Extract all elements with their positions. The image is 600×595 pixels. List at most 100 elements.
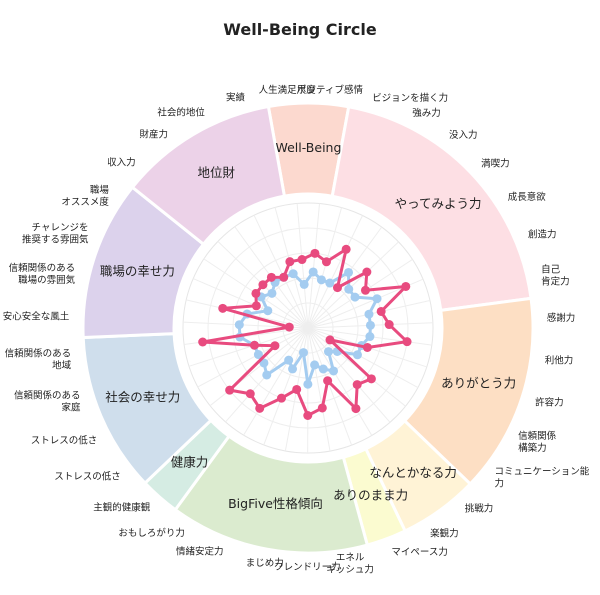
grid-spoke <box>274 207 309 329</box>
grid-spoke <box>197 327 309 388</box>
data-point <box>225 385 235 395</box>
sector-label: 地位財 <box>198 165 236 180</box>
sector-label: 社会の幸せ力 <box>105 390 180 405</box>
data-point <box>303 410 313 420</box>
data-point <box>270 341 280 351</box>
grid-spoke <box>296 203 309 329</box>
data-point <box>234 320 244 330</box>
spoke-label: 情緒安定力 <box>176 545 224 557</box>
data-point <box>279 272 289 282</box>
spoke-label: 実績 <box>226 91 246 103</box>
data-point <box>317 403 327 413</box>
grid-spoke <box>307 258 413 329</box>
grid-spoke <box>307 241 399 329</box>
grid-spoke <box>307 327 331 452</box>
data-point <box>255 403 265 413</box>
data-point <box>262 370 272 380</box>
spoke-label: 楽観力 <box>430 527 459 539</box>
data-point <box>344 267 354 277</box>
spoke-label: マイペース力 <box>391 545 448 557</box>
data-point <box>323 376 333 386</box>
spoke-label: 感謝力 <box>547 311 576 323</box>
data-point <box>350 292 360 302</box>
data-series <box>198 244 412 420</box>
data-point <box>298 348 308 358</box>
spoke-label: ストレスの低さ <box>54 470 121 482</box>
data-point <box>316 275 326 285</box>
spoke-label: 強み力 <box>412 106 441 118</box>
spoke-label: 収入力 <box>107 156 136 168</box>
spoke-label: 職場オススメ度 <box>61 183 109 207</box>
spoke-label: 許容力 <box>535 396 564 408</box>
data-point <box>365 332 375 342</box>
data-point <box>325 335 335 345</box>
data-point <box>251 301 261 311</box>
sector-wedge <box>130 104 287 247</box>
sector-label: やってみよう力 <box>395 196 482 211</box>
data-point <box>249 340 259 350</box>
data-point <box>352 350 362 360</box>
spoke-label: ストレスの低さ <box>31 434 98 446</box>
data-point <box>267 288 277 298</box>
data-point <box>364 309 374 319</box>
spoke-label: チャレンジを推奨する雰囲気 <box>22 222 89 245</box>
data-point <box>325 278 335 288</box>
sector-label: BigFive性格傾向 <box>228 496 323 511</box>
data-point <box>402 337 412 347</box>
sector-label: なんとかなる力 <box>369 465 457 480</box>
spoke-label: まじめ力 <box>246 557 284 569</box>
radar-grid <box>182 202 434 454</box>
data-point <box>218 303 228 313</box>
sector-label: 健康力 <box>171 454 209 469</box>
data-point <box>299 279 309 289</box>
data-point <box>297 255 307 265</box>
spoke-label: 創造力 <box>528 228 557 240</box>
grid-spoke <box>192 278 309 329</box>
data-point <box>344 284 354 294</box>
data-point <box>310 360 320 370</box>
data-point <box>288 364 298 374</box>
data-point <box>308 267 318 277</box>
data-point <box>329 366 339 376</box>
spoke-label: 主観的健康観 <box>93 501 151 513</box>
grid-spoke <box>307 327 391 423</box>
spoke-label: 成長意欲 <box>508 190 547 202</box>
data-point <box>303 379 313 389</box>
data-point <box>310 248 320 258</box>
data-point <box>251 288 261 298</box>
data-point <box>276 393 286 403</box>
spoke-label: 信頼関係構築力 <box>518 429 557 453</box>
data-point <box>258 280 268 290</box>
spoke-label: コミュニケーション能力 <box>494 465 589 489</box>
grid-spoke <box>307 207 343 329</box>
spoke-label: ビジョンを描く力 <box>372 91 448 103</box>
sector-label: ありのまま力 <box>333 488 408 503</box>
data-point <box>372 294 382 304</box>
spoke-label: 信頼関係のある家庭 <box>14 389 81 413</box>
data-point <box>263 306 273 316</box>
sector-labels: Well-Beingやってみよう力ありがとう力なんとかなる力ありのまま力BigF… <box>100 140 516 511</box>
spoke-label: ポジティブ感情 <box>297 84 363 96</box>
data-point <box>362 342 372 352</box>
spoke-label: 社会的地位 <box>157 106 205 118</box>
data-point <box>360 285 370 295</box>
spoke-labels: 人生満足尺度ポジティブ感情ビジョンを描く力強み力没入力満喫力成長意欲創造力自己肯… <box>3 83 590 574</box>
spoke-label: 自己肯定力 <box>541 263 570 287</box>
spoke-label: 没入力 <box>449 128 478 140</box>
data-point <box>324 347 334 357</box>
grid-spoke <box>307 226 383 329</box>
data-point <box>266 272 276 282</box>
data-point <box>292 384 302 394</box>
data-point <box>284 322 294 332</box>
data-point <box>365 320 375 330</box>
data-point <box>362 267 372 277</box>
data-point <box>366 374 376 384</box>
sector-label: ありがとう力 <box>441 375 516 390</box>
spoke-label: 満喫力 <box>481 157 510 169</box>
data-point <box>198 337 208 347</box>
spoke-label: おもしろがり力 <box>118 526 185 538</box>
data-point <box>351 404 361 414</box>
grid-spoke <box>243 327 309 436</box>
chart-title: Well-Being Circle <box>223 20 377 39</box>
